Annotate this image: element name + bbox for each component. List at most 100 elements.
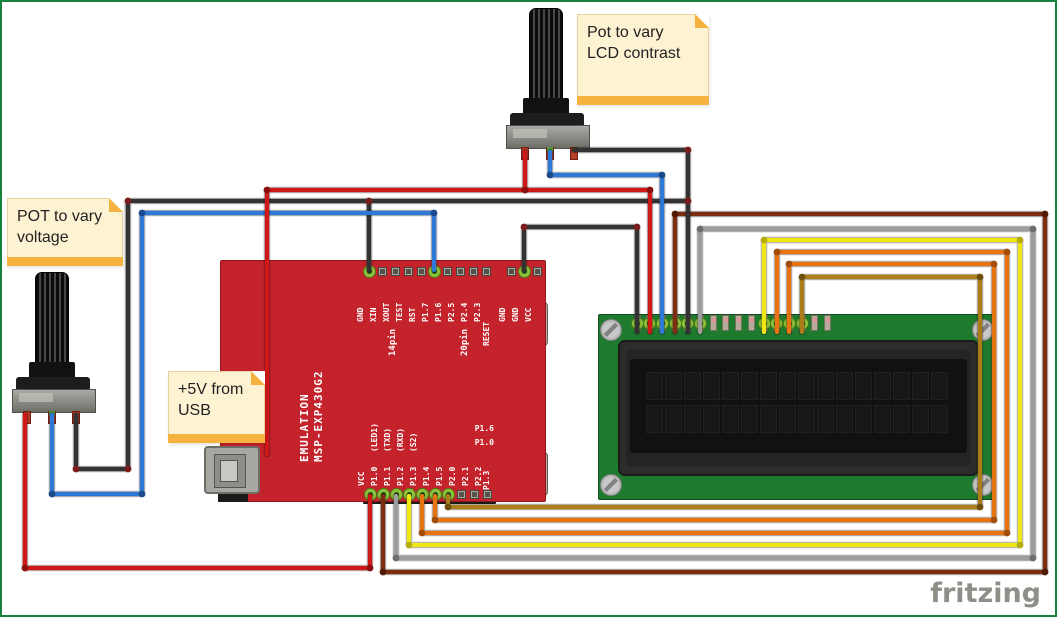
pot-neck bbox=[523, 98, 569, 115]
pot-leg-wiper[interactable] bbox=[546, 147, 554, 160]
msp-exp430g2-board[interactable] bbox=[220, 260, 546, 502]
lcd-cell-r2c11 bbox=[836, 405, 853, 433]
board-top-pin-RST[interactable] bbox=[416, 267, 426, 276]
pot-leg-3[interactable] bbox=[72, 411, 80, 424]
board-top-pin-label-TEST: TEST bbox=[394, 302, 404, 322]
lcd-cell-r1c10 bbox=[817, 372, 834, 400]
silk-model-label: MSP-EXP430G2 bbox=[312, 370, 325, 462]
board-topright-pin-GND[interactable] bbox=[506, 267, 516, 276]
board-bottom-pin-P2.0[interactable] bbox=[456, 490, 466, 499]
board-bottom-pin-label-P1.5: P1.5 bbox=[434, 466, 444, 486]
lcd-pin-16[interactable] bbox=[824, 315, 831, 331]
board-top-pin-label-GND: GND bbox=[355, 307, 365, 322]
board-bottom-pin-label-P1.2: P1.2 bbox=[395, 466, 405, 486]
board-bottom-pin-sublabel-P1.1: (TXD) bbox=[382, 427, 392, 452]
board-top-pin-label-P2.5: P2.5 bbox=[446, 302, 456, 322]
board-bottom-pin-glow-P1.0 bbox=[377, 488, 389, 500]
lcd-cell-r1c2 bbox=[665, 372, 682, 400]
jumper-label-p1-0: P1.0 bbox=[474, 438, 494, 447]
board-bottom-pin-label-P1.1: P1.1 bbox=[382, 466, 392, 486]
lcd-pin-glow-14 bbox=[796, 318, 808, 329]
note-fold bbox=[695, 14, 709, 28]
board-top-pin-label-P1.6: P1.6 bbox=[433, 302, 443, 322]
silk-emulation-label: EMULATION bbox=[298, 393, 311, 462]
lcd-pin-glow-11 bbox=[758, 318, 770, 329]
lcd-cell-r2c7 bbox=[760, 405, 777, 433]
board-top-pin-P2.4[interactable] bbox=[468, 267, 478, 276]
fritzing-watermark: fritzing bbox=[930, 578, 1041, 609]
board-top-pin-P1.6[interactable] bbox=[442, 267, 452, 276]
lcd-pin-glow-1 bbox=[631, 318, 643, 329]
board-bottom-pin-P2.2[interactable] bbox=[482, 490, 492, 499]
note-fold bbox=[251, 371, 265, 385]
lcd-screw bbox=[600, 474, 622, 496]
note-bar bbox=[7, 257, 123, 266]
lcd-cell-r2c8 bbox=[779, 405, 796, 433]
board-topright-pin-VCC[interactable] bbox=[532, 267, 542, 276]
lcd-pin-glow-13 bbox=[783, 318, 795, 329]
board-bottom-pin-P2.1[interactable] bbox=[469, 490, 479, 499]
lcd-pin-10[interactable] bbox=[747, 315, 755, 331]
pot-body bbox=[12, 389, 96, 413]
board-bottom-pin-label-P1.0: P1.0 bbox=[369, 466, 379, 486]
reset-button-label: RESET bbox=[482, 321, 491, 346]
jumper-label-p1-6: P1.6 bbox=[474, 424, 494, 433]
pot-leg-3[interactable] bbox=[570, 147, 578, 160]
note-bar bbox=[577, 96, 709, 105]
lcd-cell-r1c5 bbox=[722, 372, 739, 400]
pot-shaft[interactable] bbox=[529, 8, 563, 100]
board-top-pin-label-XOUT: XOUT bbox=[381, 302, 391, 322]
mini-usb-connector[interactable] bbox=[204, 446, 260, 494]
pot-leg-wiper[interactable] bbox=[48, 411, 56, 424]
pot-leg-1[interactable] bbox=[23, 411, 31, 424]
pot-leg-1[interactable] bbox=[521, 147, 529, 160]
lcd-pin-9[interactable] bbox=[735, 315, 743, 331]
board-top-pin-TEST[interactable] bbox=[403, 267, 413, 276]
board-topright-pin-label-GND: GND bbox=[497, 307, 507, 322]
board-bottom-pin-glow-VCC bbox=[364, 488, 376, 500]
board-top-pin-XOUT[interactable] bbox=[390, 267, 400, 276]
lcd-screw bbox=[972, 474, 994, 496]
pot-flange bbox=[510, 113, 584, 127]
lcd-cell-r2c3 bbox=[684, 405, 701, 433]
lcd-cell-r1c7 bbox=[760, 372, 777, 400]
lcd-screw bbox=[972, 319, 994, 341]
board-bottom-pin-glow-P1.3 bbox=[416, 488, 428, 500]
lcd-cell-r1c6 bbox=[741, 372, 758, 400]
board-topright-pin-label-GND: GND bbox=[510, 307, 520, 322]
lcd-cell-r1c8 bbox=[779, 372, 796, 400]
board-bottom-pin-label-VCC: VCC bbox=[356, 471, 366, 486]
board-bottom-pin-glow-P1.4 bbox=[429, 488, 441, 500]
lcd-screw bbox=[600, 319, 622, 341]
lcd-pin-8[interactable] bbox=[722, 315, 730, 331]
lcd-cell-r1c16 bbox=[931, 372, 948, 400]
board-top-pin-P2.5[interactable] bbox=[455, 267, 465, 276]
board-top-pin-XIN[interactable] bbox=[377, 267, 387, 276]
lcd-cell-r2c15 bbox=[912, 405, 929, 433]
pot-shaft[interactable] bbox=[35, 272, 69, 364]
board-bottom-pin-sublabel-P1.0: (LED1) bbox=[369, 423, 379, 452]
lcd-cell-r2c1 bbox=[646, 405, 663, 433]
potentiometer-voltage[interactable] bbox=[12, 272, 98, 430]
board-top-pin-P2.3[interactable] bbox=[481, 267, 491, 276]
board-top-pin-glow-GND bbox=[363, 265, 375, 277]
board-bottom-pin-sublabel-P1.3: (S2) bbox=[408, 432, 418, 452]
lcd-pin-glow-4 bbox=[669, 318, 681, 329]
board-bottom-pin-glow-P1.2 bbox=[403, 488, 415, 500]
lcd-pin-15[interactable] bbox=[811, 315, 819, 331]
lcd-cell-r2c5 bbox=[722, 405, 739, 433]
board-topright-pin-label-VCC: VCC bbox=[523, 307, 533, 322]
board-bottom-pin-label-P1.3: P1.3 bbox=[408, 466, 418, 486]
lcd-cell-r1c1 bbox=[646, 372, 663, 400]
lcd-pin-7[interactable] bbox=[709, 315, 717, 331]
pot-body bbox=[506, 125, 590, 149]
lcd-cell-r1c12 bbox=[855, 372, 872, 400]
note-fold bbox=[109, 198, 123, 212]
